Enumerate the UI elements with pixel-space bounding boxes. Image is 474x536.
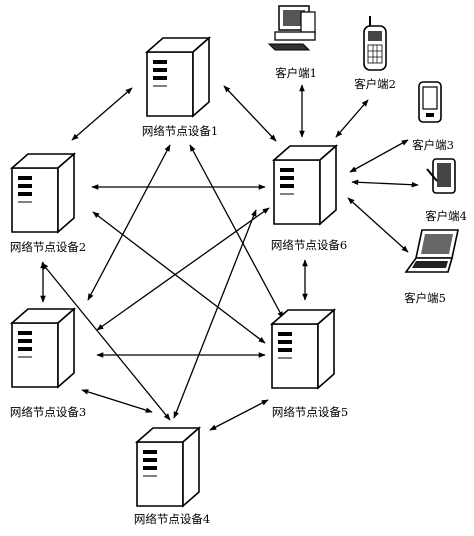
node-label-d4: 网络节点设备4: [134, 512, 210, 526]
node-label-d2: 网络节点设备2: [10, 240, 86, 254]
node-label-c1: 客户端1: [275, 66, 317, 80]
server-icon-d2: [11, 153, 75, 233]
server-icon-d5: [271, 309, 335, 389]
tablet-pen-icon-c4: [426, 158, 456, 194]
connection-d6-c3: [349, 139, 409, 173]
server-icon-d1: [146, 37, 210, 117]
cellphone-icon-c2: [363, 15, 387, 71]
node-label-d1: 网络节点设备1: [142, 124, 218, 138]
connection-d6-c2: [335, 99, 369, 138]
connection-d3-d6: [96, 207, 270, 331]
pda-icon-c3: [418, 81, 442, 123]
node-label-c4: 客户端4: [425, 209, 467, 223]
label-layer: 网络节点设备1 网络节点设备2 网络节点设备3 网络节点设备4 网络节点设备5 网络节点设…: [10, 66, 467, 526]
server-icon-d6: [273, 145, 337, 225]
connection-layer: [40, 84, 419, 431]
laptop-icon-c5: [405, 229, 459, 273]
connection-d3-d4: [81, 389, 153, 413]
server-icon-d4: [136, 427, 200, 507]
connection-d1-d3: [87, 144, 171, 301]
desktop-icon-c1: [268, 5, 316, 51]
node-label-c2: 客户端2: [354, 77, 396, 91]
connection-d2-d5: [92, 211, 266, 344]
node-label-d6: 网络节点设备6: [271, 238, 347, 252]
node-label-c3: 客户端3: [412, 138, 454, 152]
connection-d4-d6: [173, 209, 257, 419]
connection-d6-c5: [347, 197, 409, 253]
connection-d6-c4: [351, 179, 419, 188]
server-icon-d3: [11, 308, 75, 388]
connection-d4-d5: [209, 399, 269, 431]
node-label-c5: 客户端5: [404, 291, 446, 305]
connection-d1-d2: [71, 87, 133, 141]
connection-d1-d6: [223, 85, 277, 142]
node-label-d3: 网络节点设备3: [10, 405, 86, 419]
node-label-d5: 网络节点设备5: [272, 405, 348, 419]
